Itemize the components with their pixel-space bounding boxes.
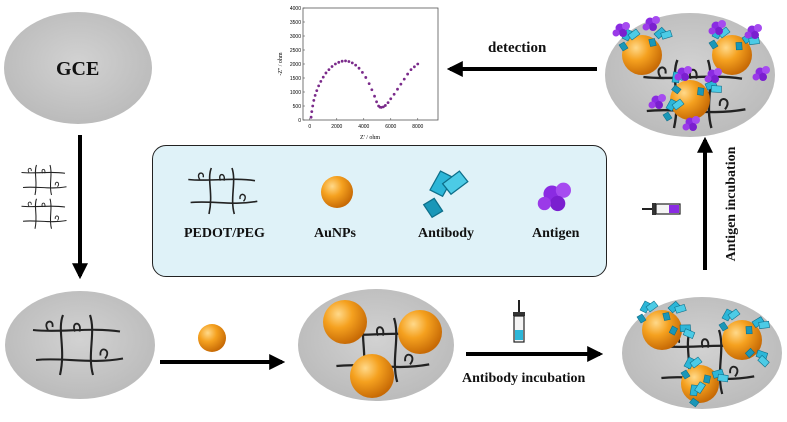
plot-frame (302, 7, 439, 121)
data-point (347, 60, 351, 63)
detection-label: detection (488, 40, 547, 56)
data-point (313, 93, 317, 97)
syringe-antigen-icon (642, 203, 681, 215)
data-point (337, 60, 341, 64)
y-tick-labels: 0 500 1000 1500 2000 2500 3000 3500 4000 (290, 6, 305, 124)
y-tick-label: 3500 (290, 20, 301, 26)
legend-antibody-label: Antibody (418, 226, 475, 241)
gce-label: GCE (56, 58, 100, 80)
data-point (315, 89, 319, 92)
data-point (309, 115, 313, 119)
legend-box (152, 145, 607, 277)
x-tick-label: 8000 (412, 124, 423, 130)
y-tick-label: 500 (293, 104, 302, 110)
antigen-incubation-label: Antigen incubation (724, 146, 739, 262)
data-point (319, 79, 323, 83)
data-point (310, 110, 314, 113)
x-axis-label: Z' / ohm (360, 135, 380, 141)
legend-aunp-label: AuNPs (314, 226, 357, 241)
data-point (416, 62, 420, 66)
x-tick-label: 6000 (385, 124, 396, 130)
x-tick-label: 4000 (358, 124, 369, 130)
data-point (386, 101, 390, 105)
data-point (367, 82, 371, 85)
data-point (361, 71, 364, 74)
data-point (364, 76, 368, 79)
y-tick-label: 0 (298, 118, 301, 124)
data-point (334, 62, 337, 66)
data-point (317, 84, 321, 88)
data-point (354, 63, 358, 67)
data-point (412, 65, 416, 69)
data-point (312, 99, 316, 102)
x-tick-label: 0 (308, 124, 311, 130)
aunp-particle-small (198, 324, 226, 352)
data-point (396, 87, 399, 91)
aunp-1 (323, 300, 367, 344)
data-points (309, 59, 420, 119)
syringe-antibody-icon (513, 300, 525, 343)
data-point (402, 77, 406, 81)
aunp-3 (350, 354, 394, 398)
y-tick-label: 2500 (290, 48, 301, 54)
data-point (344, 59, 347, 63)
data-point (409, 68, 413, 71)
legend-antigen-label: Antigen (532, 226, 580, 241)
data-point (406, 72, 410, 76)
data-point (392, 92, 396, 96)
data-point (340, 59, 344, 63)
y-tick-label: 2000 (290, 62, 301, 68)
legend-pedot-peg-icon-top (187, 167, 259, 215)
aunp-2 (398, 310, 442, 354)
data-point (350, 61, 354, 65)
data-point (327, 68, 331, 71)
y-tick-label: 1500 (290, 76, 301, 82)
data-point (389, 97, 393, 101)
data-point (324, 71, 328, 75)
data-point (373, 94, 376, 98)
y-tick-label: 3000 (290, 34, 301, 40)
legend-antibody-icon-top (423, 170, 469, 218)
data-point (311, 104, 315, 108)
x-tick-labels: 0 2000 4000 6000 8000 (308, 118, 424, 130)
x-tick-label: 2000 (331, 124, 342, 130)
electrode-pedot (5, 291, 155, 399)
legend-antigen-icon-top (537, 182, 571, 212)
legend-pedot-label: PEDOT/PEG (184, 226, 265, 241)
gce-electrode (4, 12, 152, 124)
antibody-incubation-label: Antibody incubation (462, 371, 586, 386)
data-point (399, 82, 403, 86)
y-tick-label: 4000 (290, 6, 301, 12)
nyquist-plot: 0 500 1000 1500 2000 2500 3000 3500 4000 0 2000 40… (278, 6, 439, 141)
data-point (383, 104, 387, 107)
data-point (370, 88, 374, 92)
data-point (375, 100, 378, 104)
data-point (381, 105, 385, 109)
data-point (330, 65, 334, 68)
y-axis-label: -Z'' / ohm (278, 52, 284, 75)
y-tick-label: 1000 (290, 90, 301, 96)
data-point (357, 66, 361, 70)
data-point (321, 75, 325, 79)
ab-aunp-1 (642, 310, 682, 350)
legend-aunp-icon-top (321, 176, 353, 208)
